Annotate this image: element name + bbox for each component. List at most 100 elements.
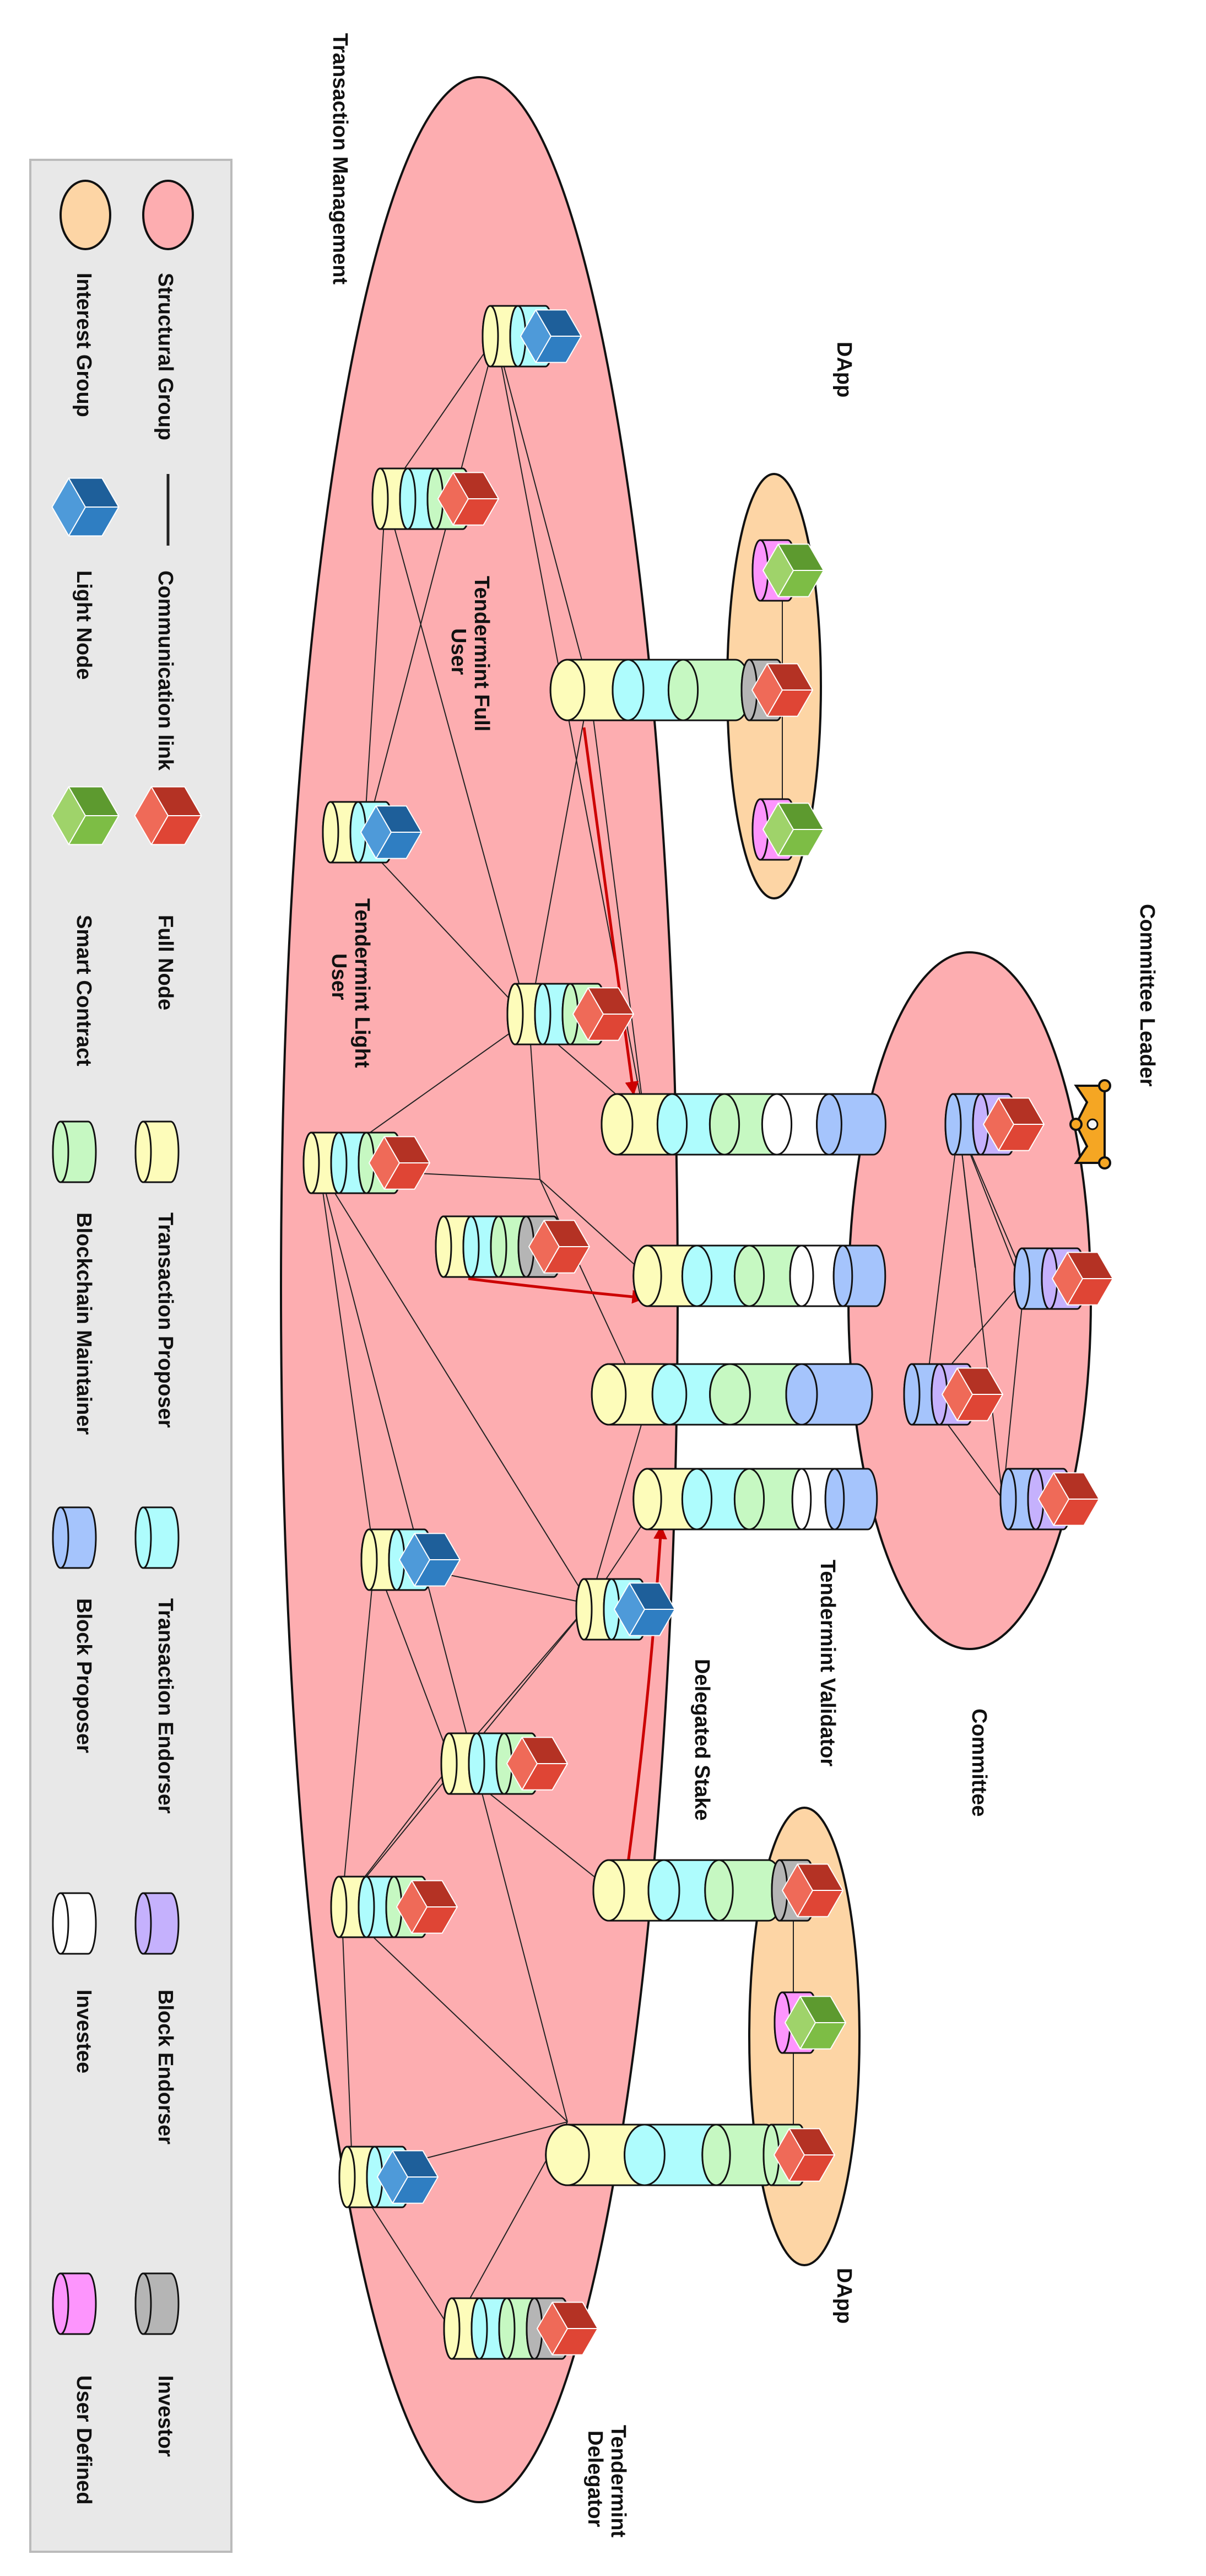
transaction-endorser-cylinder-cap — [651, 1363, 688, 1426]
transaction-proposer-cylinder-cap — [134, 1120, 152, 1183]
transaction-proposer-cylinder-cap — [506, 983, 524, 1046]
node-stacks — [302, 305, 1113, 2360]
transaction-proposer-cylinder-cap — [592, 1859, 625, 1922]
label-dapp-bottom: DApp — [832, 2268, 856, 2324]
crown-icon — [1069, 1079, 1111, 1170]
full-node-icon — [369, 1136, 430, 1190]
smart-contract-icon — [762, 543, 824, 597]
full-node-icon — [774, 2128, 835, 2182]
legend-box — [29, 159, 232, 2553]
transaction-proposer-cylinder-cap — [591, 1363, 627, 1426]
delegated-stake-arrow — [626, 1525, 668, 1863]
legend-investor-label: Investor — [154, 2375, 177, 2457]
communication-link — [319, 1168, 568, 2122]
transaction-proposer-cylinder-cap — [545, 2124, 590, 2186]
blockchain-maintainer-cylinder-cap — [709, 1363, 751, 1426]
node-stack-full — [302, 1131, 430, 1194]
delegated-stake-arrow — [468, 1277, 646, 1304]
legend-block-proposer-swatch — [52, 1506, 97, 1569]
investor-cylinder-cap — [134, 2272, 152, 2335]
transaction-proposer-cylinder-cap — [338, 2146, 356, 2208]
dapp-contract — [751, 539, 824, 602]
committee-validator — [903, 1363, 1003, 1426]
block-proposer-cylinder-cap — [944, 1093, 962, 1156]
full-node-icon — [942, 1367, 1003, 1421]
communication-link — [319, 1168, 375, 1560]
blockchain-maintainer-cylinder-cap — [667, 659, 699, 721]
legend-full-node-label: Full Node — [154, 915, 177, 1010]
smart-contract-icon — [762, 802, 824, 856]
transaction-proposer-cylinder-cap — [435, 1215, 452, 1278]
block-proposer-cylinder-cap — [999, 1468, 1017, 1530]
node-stack-full — [440, 1732, 568, 1795]
legend-smart-contract-label: Smart Contract — [72, 915, 95, 1066]
transaction-proposer-cylinder-cap — [440, 1732, 458, 1795]
label-tendermint-full-user-2: User — [447, 628, 470, 675]
committee-validator — [999, 1468, 1100, 1530]
committee-link — [1002, 1278, 1025, 1500]
legend-structural-group-label: Structural Group — [154, 273, 177, 440]
legend-communication-link-label: Communication link — [154, 570, 177, 771]
transaction-proposer-cylinder-cap — [371, 467, 389, 530]
transaction-proposer-cylinder-cap — [302, 1131, 320, 1194]
node-stack-light — [338, 2146, 439, 2208]
validator-bridge — [632, 1468, 878, 1530]
full-node-icon — [537, 2302, 598, 2356]
block-proposer-cylinder-cap — [52, 1506, 69, 1569]
transaction-endorser-cylinder-cap — [330, 1131, 348, 1194]
full-node-icon — [134, 786, 202, 845]
label-delegated-stake: Delegated Stake — [690, 1659, 713, 1821]
transaction-endorser-cylinder-cap — [534, 983, 551, 1046]
label-committee-leader: Committee Leader — [1135, 904, 1159, 1087]
legend-block-proposer-label: Block Proposer — [72, 1598, 95, 1753]
communication-link — [495, 336, 590, 689]
transaction-endorser-cylinder-cap — [399, 467, 417, 530]
full-node-icon — [396, 1880, 458, 1934]
investee-cylinder-cap — [761, 1093, 793, 1156]
validator-bridge — [601, 1093, 886, 1156]
legend-role-swatches — [52, 1120, 180, 2335]
node-stack-full-investor — [443, 2297, 598, 2360]
investee-cylinder-cap — [52, 1892, 69, 1955]
legend-investee-swatch — [52, 1892, 97, 1955]
smart-contract-icon — [51, 786, 120, 845]
transaction-proposer-cylinder-cap — [549, 659, 586, 721]
transaction-proposer-cylinder-cap — [632, 1244, 662, 1307]
light-node-icon — [377, 2150, 439, 2204]
full-node-icon — [1038, 1472, 1100, 1526]
dapp-investor — [771, 1859, 843, 1922]
transaction-endorser-cylinder-cap — [358, 1876, 375, 1938]
label-tendermint-light-user-2: User — [327, 953, 350, 1000]
node-stack-full — [330, 1876, 458, 1938]
label-committee: Committee — [967, 1709, 991, 1817]
communication-link — [363, 495, 386, 844]
legend-investor-swatch — [134, 2272, 180, 2335]
legend-interest-group-swatch — [60, 180, 111, 250]
dapp-investor — [740, 659, 813, 721]
transaction-proposer-cylinder-cap — [575, 1578, 593, 1641]
node-stack-light — [360, 1528, 461, 1591]
legend-interest-group-label: Interest Group — [72, 273, 95, 417]
full-node-icon — [134, 786, 202, 845]
node-stack-light — [322, 801, 422, 864]
node-stack-light — [482, 305, 582, 368]
transaction-endorser-cylinder-cap — [468, 1732, 485, 1795]
light-node-icon — [614, 1582, 675, 1636]
light-node-icon — [51, 477, 120, 537]
block-proposer-cylinder-cap — [903, 1363, 921, 1426]
legend-transaction-endorser-label: Transaction Endorser — [154, 1598, 177, 1814]
communication-link — [528, 688, 590, 1020]
communication-link — [363, 336, 496, 844]
legend-light-node-label: Light Node — [72, 570, 95, 680]
legend-blockchain-maintainer-label: Blockchain Maintainer — [72, 1212, 95, 1435]
dapp-top-bridge — [549, 659, 751, 721]
full-node-icon — [782, 1863, 843, 1917]
communication-link — [363, 843, 529, 1020]
legend-blockchain-maintainer-swatch — [52, 1120, 97, 1183]
legend-transaction-endorser-swatch — [134, 1506, 180, 1569]
blockchain-maintainer-cylinder-cap — [490, 1215, 507, 1278]
block-proposer-cylinder-cap — [832, 1244, 853, 1307]
investee-cylinder-cap — [789, 1244, 814, 1307]
blockchain-maintainer-cylinder-cap — [733, 1244, 765, 1307]
communication-link — [319, 1168, 590, 1604]
